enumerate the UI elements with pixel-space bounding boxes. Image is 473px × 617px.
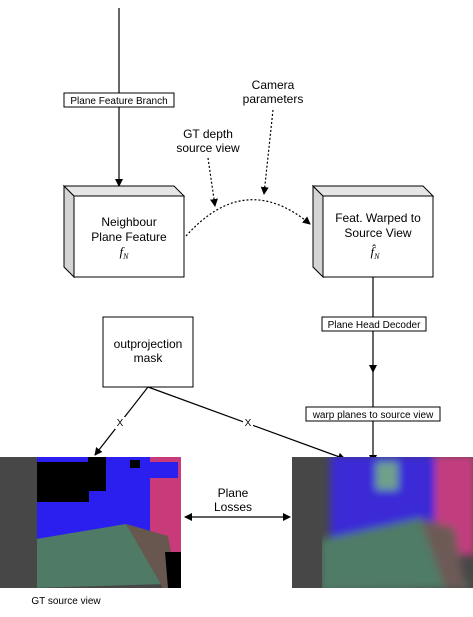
neighbour-symbol: fN (120, 244, 130, 261)
plane-losses-line2: Losses (214, 500, 252, 514)
neighbour-plane-feature-box: Neighbour Plane Feature fN (62, 184, 186, 279)
mask-mark-left: X (117, 418, 124, 429)
warp-planes-text: warp planes to source view (312, 410, 434, 421)
plane-head-decoder-label: Plane Head Decoder (321, 316, 427, 332)
warped-symbol: f̂N (371, 244, 381, 261)
camera-parameters-label: Camera parameters (243, 78, 304, 106)
gt-source-view-image (0, 457, 181, 588)
warped-planes-image (292, 457, 473, 588)
plane-losses-line1: Plane (218, 486, 249, 500)
plane-losses-label: Plane Losses (208, 484, 258, 514)
neighbour-line1: Neighbour (101, 215, 156, 229)
edge-warp-curve (185, 199, 311, 237)
feat-warped-line1: Feat. Warped to (335, 211, 421, 225)
neighbour-line2: Plane Feature (91, 230, 167, 244)
camera-parameters-line1: Camera (252, 78, 295, 92)
outprojection-line2: mask (134, 351, 164, 365)
feat-warped-line2: Source View (344, 226, 411, 240)
camera-parameters-line2: parameters (243, 92, 304, 106)
plane-feature-branch-label: Plane Feature Branch (63, 92, 175, 108)
feat-warped-box: Feat. Warped to Source View f̂N (311, 184, 435, 279)
outprojection-line1: outprojection (114, 337, 183, 351)
gt-depth-line2: source view (176, 141, 240, 155)
mask-mark-right: X (245, 418, 252, 429)
gt-depth-label: GT depth source view (176, 127, 240, 155)
plane-feature-branch-text: Plane Feature Branch (70, 96, 167, 107)
gt-depth-line1: GT depth (183, 127, 233, 141)
warp-planes-label: warp planes to source view (305, 406, 441, 422)
outprojection-mask-box: outprojection mask (102, 316, 194, 388)
edge-gtdepth-to-warp (207, 157, 218, 207)
gt-source-view-caption: GT source view (31, 596, 101, 607)
edge-camera-to-warp (260, 109, 274, 195)
plane-head-decoder-text: Plane Head Decoder (328, 320, 422, 331)
